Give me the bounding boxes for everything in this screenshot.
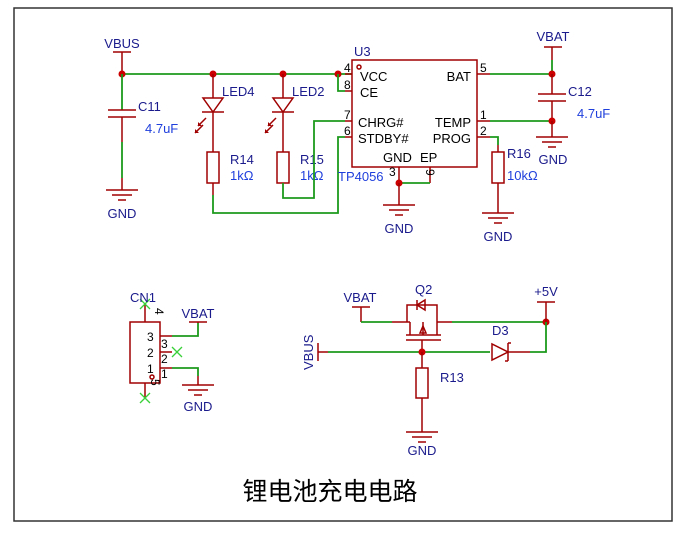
resistor-r14: [206, 151, 220, 184]
c12-value: 4.7uF: [577, 106, 610, 121]
r13-ref: R13: [440, 370, 464, 385]
wire-stdby: [212, 136, 345, 214]
pin-prog: PROG: [433, 131, 471, 146]
net-label-vbat: VBAT: [182, 306, 215, 321]
net-label-vbat: VBAT: [537, 29, 570, 44]
pin-number: 5: [480, 61, 487, 75]
connector-cn1: [129, 298, 183, 404]
c11-value: 4.7uF: [145, 121, 178, 136]
net-label-vbus: VBUS: [301, 334, 316, 370]
pin-number: 2: [161, 352, 168, 366]
pin-chrg: CHRG#: [358, 115, 404, 130]
r14-ref: R14: [230, 152, 254, 167]
capacitor-c11: [105, 74, 139, 201]
pin-number: 6: [344, 124, 351, 138]
pin-number: 2: [480, 124, 487, 138]
resistor-r13: [415, 367, 429, 399]
diagram-title: 锂电池充电电路: [242, 477, 417, 506]
net-label-vbus: VBUS: [104, 36, 140, 51]
pin-number: 4: [344, 61, 351, 75]
wire-bat: [490, 60, 553, 75]
pin-number: 2: [147, 346, 154, 360]
r15-value: 1kΩ: [300, 168, 324, 183]
cn1-ref: CN1: [130, 290, 156, 305]
pin-number: 3: [147, 330, 154, 344]
pin-stdby: STDBY#: [358, 131, 409, 146]
q2-ref: Q2: [415, 282, 432, 297]
sheet-border: [13, 7, 673, 522]
pin-temp: TEMP: [435, 115, 471, 130]
pin-number: 8: [344, 78, 351, 92]
r15-ref: R15: [300, 152, 324, 167]
pin-number: 3: [389, 165, 396, 179]
capacitor-c12: [538, 74, 566, 121]
gnd-label: GND: [184, 399, 213, 414]
resistor-r15: [276, 151, 290, 184]
pin-number: 9: [423, 169, 437, 176]
c11-ref: C11: [138, 99, 161, 114]
led4-ref: LED4: [222, 84, 255, 99]
gnd-label: GND: [408, 443, 437, 458]
pin-ep: EP: [420, 150, 437, 165]
pin-number: 4: [152, 308, 166, 315]
u3-ref: U3: [354, 44, 371, 59]
d3-ref: D3: [492, 323, 509, 338]
r16-value: 10kΩ: [507, 168, 538, 183]
led-led2: [264, 74, 295, 152]
net-label-5v: +5V: [534, 284, 558, 299]
wire-chrg: [282, 120, 345, 199]
pin-bat: BAT: [447, 69, 471, 84]
gnd-label: GND: [484, 229, 513, 244]
resistor-r16: [491, 151, 505, 184]
diode-d3: [491, 342, 530, 362]
pin-number: 3: [161, 337, 168, 351]
pin-number: 5: [148, 379, 162, 386]
u3-part: TP4056: [338, 169, 384, 184]
pin-gnd: GND: [383, 150, 412, 165]
pin-ce: CE: [360, 85, 378, 100]
pin-number: 1: [161, 367, 168, 381]
gnd-label: GND: [385, 221, 414, 236]
r14-value: 1kΩ: [230, 168, 254, 183]
pin-number: 1: [147, 362, 154, 376]
led-led4: [194, 74, 225, 152]
led2-ref: LED2: [292, 84, 325, 99]
mosfet-q2: [392, 298, 452, 352]
pin-number: 1: [480, 108, 487, 122]
pin-vcc: VCC: [360, 69, 387, 84]
c12-ref: C12: [568, 84, 592, 99]
gnd-label: GND: [108, 206, 137, 221]
r16-ref: R16: [507, 146, 531, 161]
net-label-vbat: VBAT: [344, 290, 377, 305]
pin-number: 7: [344, 108, 351, 122]
gnd-label: GND: [539, 152, 568, 167]
